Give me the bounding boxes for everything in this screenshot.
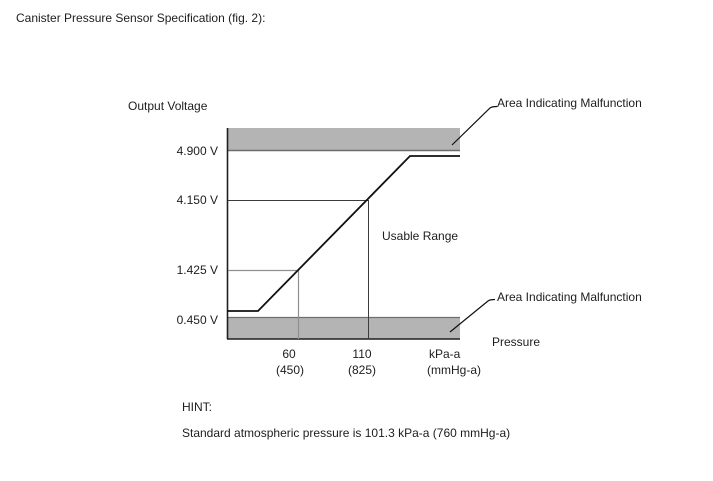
page-title: Canister Pressure Sensor Specification (…: [16, 11, 266, 25]
x-unit-mmhg: (mmHg-a): [427, 363, 481, 377]
y-tick-1425: 1.425 V: [176, 263, 218, 277]
y-tick-0450: 0.450 V: [176, 313, 218, 327]
usable-range-label: Usable Range: [382, 229, 459, 243]
y-axis-title: Output Voltage: [128, 99, 208, 113]
x-unit-kpa: kPa-a: [429, 347, 461, 361]
x-tick-825: (825): [347, 363, 377, 377]
malfunction-band-bottom: [227, 317, 460, 339]
x-tick-450: (450): [275, 363, 305, 377]
x-tick-110: 110: [352, 347, 372, 361]
malfunction-label-top: Area Indicating Malfunction: [497, 96, 642, 110]
malfunction-label-bottom: Area Indicating Malfunction: [497, 290, 642, 304]
hint-label: HINT:: [182, 400, 212, 414]
leader-line-malfunction-top: [451, 105, 498, 146]
hint-body: Standard atmospheric pressure is 101.3 k…: [182, 426, 511, 440]
y-tick-4900: 4.900 V: [176, 144, 218, 158]
x-axis-title: Pressure: [492, 335, 541, 349]
malfunction-band-top: [227, 128, 460, 150]
x-tick-60: 60: [282, 347, 296, 361]
y-tick-4150: 4.150 V: [176, 193, 218, 207]
leader-line-malfunction-bottom: [449, 298, 496, 333]
